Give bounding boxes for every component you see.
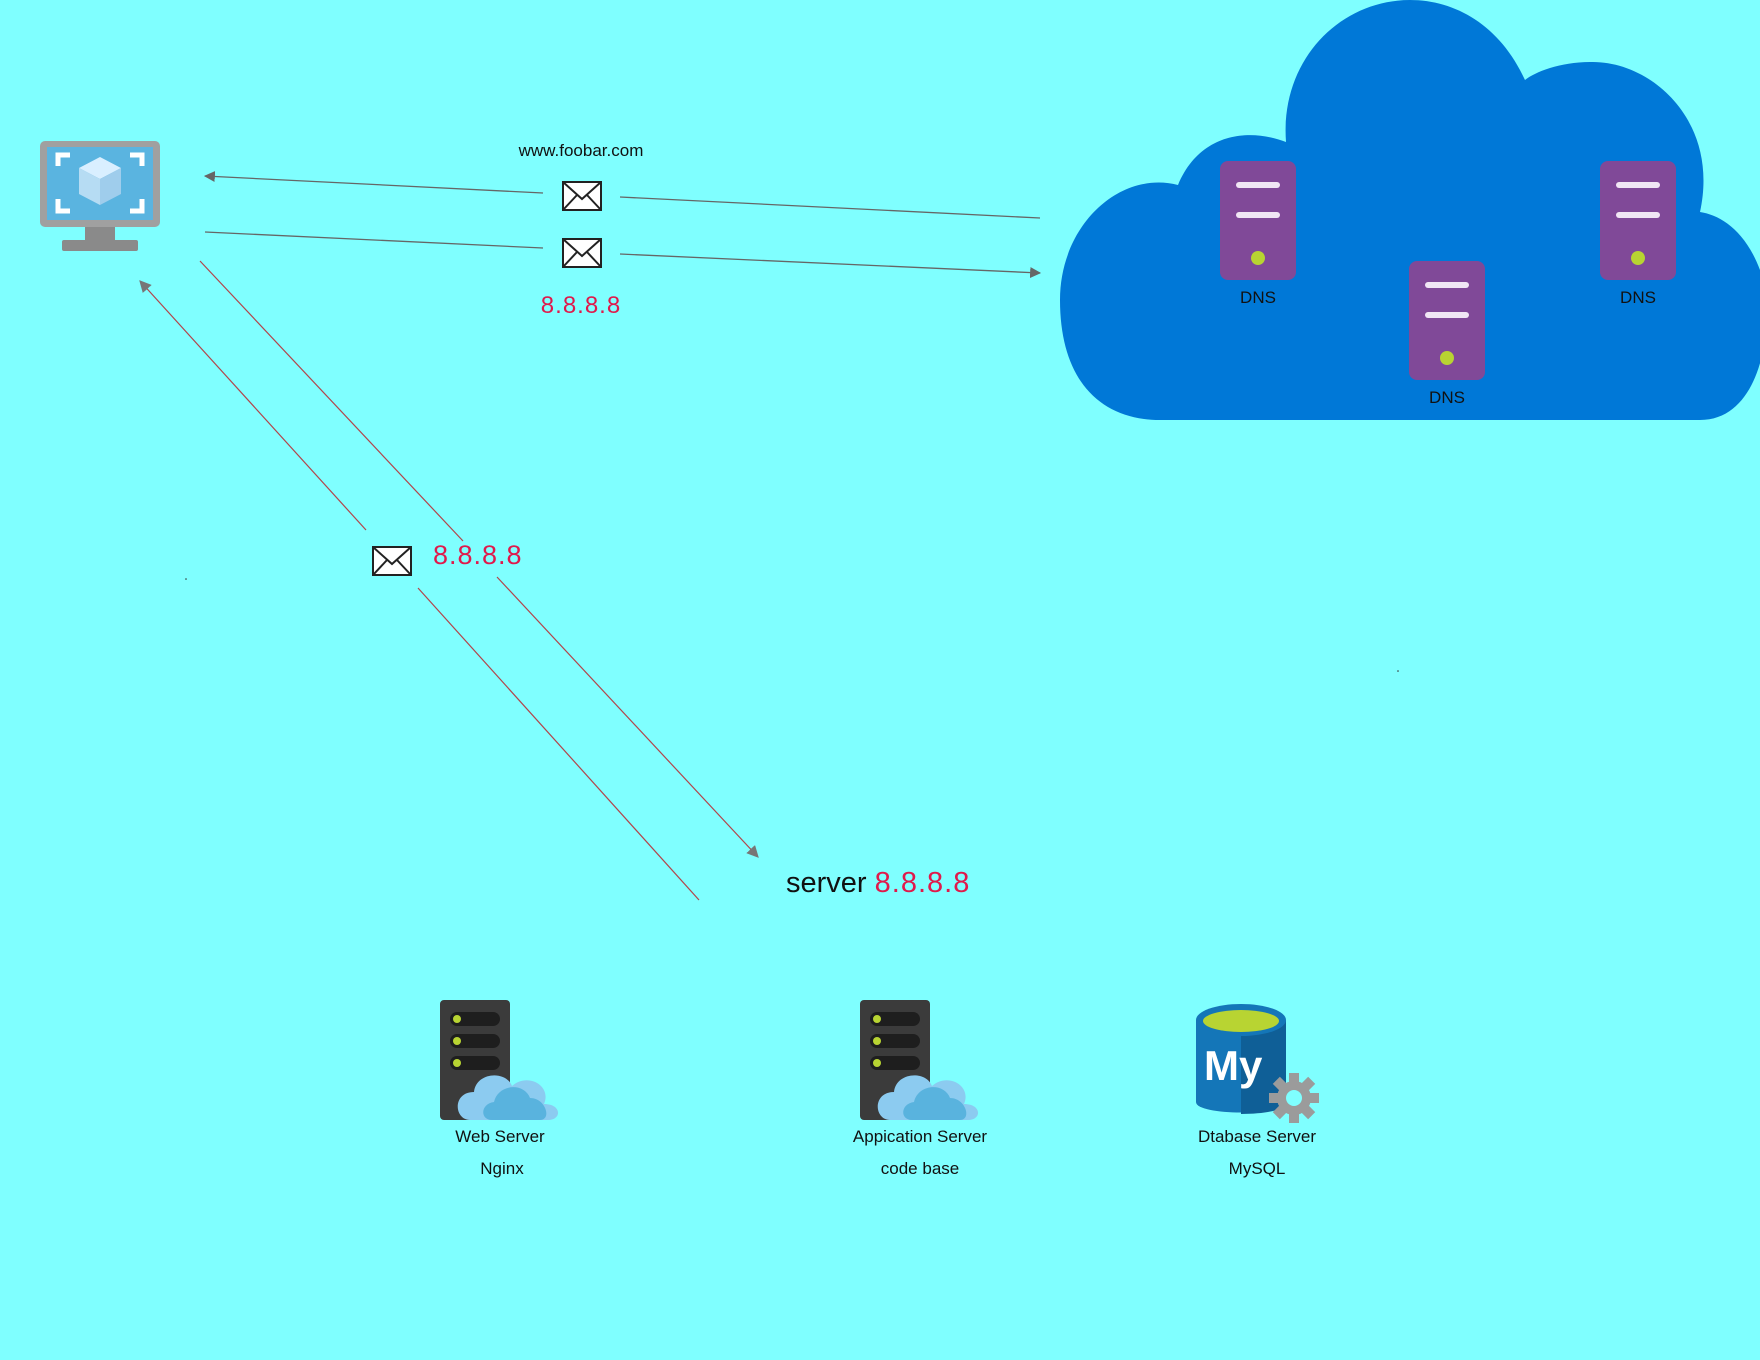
- server-to-client-line-b: [417, 587, 700, 901]
- dns-reply-ip-label: 8.8.8.8: [540, 292, 622, 319]
- envelope-icon: [562, 181, 602, 211]
- db-server-title: Dtabase Server: [1197, 1127, 1317, 1146]
- dns-query-line-return: [619, 196, 1041, 219]
- dns-node-label: DNS: [1620, 288, 1656, 307]
- envelope-icon: [372, 546, 412, 576]
- dns-cloud: [1060, 0, 1760, 420]
- dns-query-line: [204, 231, 544, 249]
- dns-server-icon: [1220, 161, 1296, 280]
- client-ip-label: 8.8.8.8: [433, 540, 523, 570]
- stray-dot: [185, 578, 187, 580]
- server-name: server: [786, 867, 867, 899]
- dns-server-icon: [1409, 261, 1485, 380]
- mysql-database-icon: My: [1196, 1004, 1319, 1123]
- app-server-title: Appication Server: [852, 1127, 988, 1146]
- server-to-client-arrow: [139, 280, 367, 531]
- dns-query-arrow-return: [203, 171, 544, 194]
- db-server-subtitle: MySQL: [1228, 1159, 1286, 1178]
- app-server-subtitle: code base: [880, 1159, 960, 1178]
- server-ip: 8.8.8.8: [874, 867, 971, 899]
- web-server-subtitle: Nginx: [480, 1159, 524, 1178]
- client-to-server-arrow: [496, 576, 759, 858]
- application-server-icon: [860, 1000, 979, 1120]
- web-server-title: Web Server: [455, 1127, 545, 1146]
- svg-text:My: My: [1204, 1042, 1263, 1089]
- desktop-computer-icon: [40, 141, 160, 251]
- dns-node-label: DNS: [1429, 388, 1465, 407]
- dns-server-icon: [1600, 161, 1676, 280]
- envelope-icon: [562, 238, 602, 268]
- domain-name-label: www.foobar.com: [518, 141, 644, 160]
- stray-dot: [1397, 670, 1399, 672]
- dns-node-label: DNS: [1240, 288, 1276, 307]
- dns-query-arrow: [619, 253, 1042, 279]
- web-server-icon: [440, 1000, 559, 1120]
- server-label: server 8.8.8.8: [786, 867, 970, 900]
- client-to-server-line-a: [199, 260, 464, 542]
